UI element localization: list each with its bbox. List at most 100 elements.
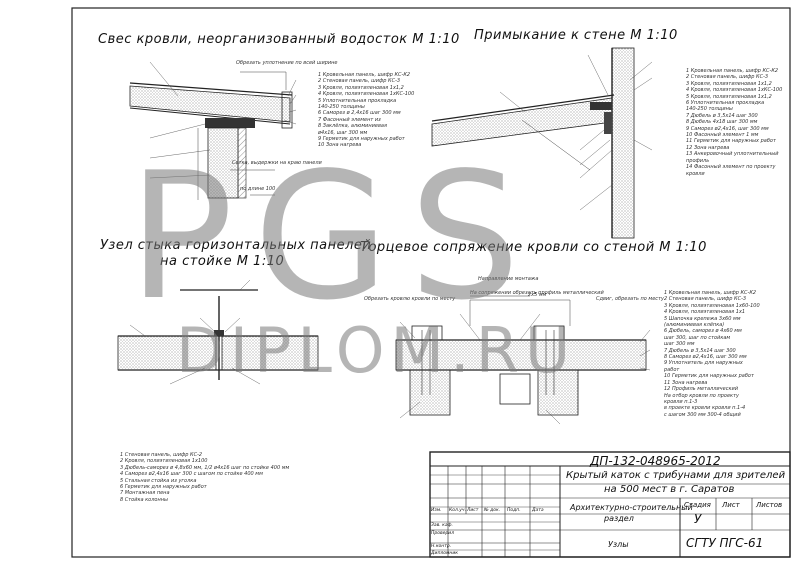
eaves-dim-bot: по длине 100 — [240, 186, 276, 192]
end-dim-right: Сдвиг, обрезать по месту — [596, 296, 664, 302]
title-block-role: Дипломник — [431, 551, 458, 556]
panel-joint-title-line2: на стойке М 1:10 — [160, 254, 285, 269]
legend-line: На отбор кровли по проекту — [664, 392, 739, 399]
legend-line: шаг 300, шаг по стойкам — [664, 334, 731, 341]
legend-line: (алюминиевая клёпка) — [664, 322, 725, 329]
legend-line: 7 Дюбель ø 3,5x14 шаг 300 — [686, 112, 758, 119]
panel-joint-detail — [117, 279, 319, 385]
end-joint-detail — [395, 295, 651, 425]
legend-line: 10 Зона нагрева — [318, 142, 362, 149]
title-block-role: Проверил — [431, 531, 455, 536]
watermark-big: PGS — [128, 136, 541, 339]
legend-line: 9 Саморез ø2,4x16, шаг 300 мм — [686, 125, 769, 132]
end-mount-arrow: Направление монтажа — [478, 276, 539, 282]
title-block-col-header: Лист — [467, 508, 479, 513]
legend-line: 8 Саморез ø2,4x16, шаг 300 мм — [664, 354, 747, 361]
legend-line: 6 Уплотнительная прокладка — [686, 100, 765, 107]
section-line2: раздел — [604, 514, 634, 523]
col-sheets: Листов — [756, 501, 783, 509]
eaves-dim-top: Обрезать уплотнение по всей ширине — [236, 60, 338, 66]
section-line1: Архитектурно-строительный — [570, 503, 693, 512]
title-block-col-header: Кол.уч. — [449, 508, 467, 513]
end-dim-size: 2х5 мм — [528, 292, 547, 298]
legend-line: 8 Заклёпка, алюминиевая — [318, 123, 387, 130]
legend-line: 12 Зона нагрева — [686, 144, 730, 151]
legend-line: 9 Герметик для наружных работ — [318, 136, 405, 143]
legend-line: 6 Саморез ø 2,4x16 шаг 300 мм — [318, 110, 401, 117]
title-block-col-header: Дата — [532, 508, 544, 513]
legend-line: 9 Уплотнитель для наружных — [664, 360, 743, 367]
project-line1: Крытый каток с трибунами для зрителей — [566, 470, 786, 481]
legend-line: кровли — [686, 170, 705, 177]
title-block-role: Зав. каф. — [431, 523, 453, 528]
title-block-role: Н.контр. — [431, 544, 452, 549]
legend-line: 6 Дюбель, саморез ø 4x60 мм — [664, 328, 742, 335]
end-joint-title: Торцевое сопряжение кровли со стеной М 1… — [360, 240, 707, 255]
sheet-name: Узлы — [608, 540, 629, 549]
legend-line: 4 Кровля, полиэтиленовая 1хКС-100 — [686, 87, 783, 94]
wall-abutment-detail — [431, 47, 653, 239]
legend-line: 3 Кровля, полиэтиленовая 1х1,2 — [686, 80, 772, 87]
legend-line: 4 Саморез ø2,4x16 шаг 300 с шагом по сто… — [120, 471, 263, 478]
legend-line: 7 Монтажная пена — [120, 490, 170, 497]
legend-line: 3 Кровля, полиэтиленовая 1х60-100 — [664, 302, 760, 309]
legend-line: 3 Дюбель-саморез ø 4,8x60 мм, 1/2 ø4x16 … — [120, 464, 290, 471]
eaves-detail — [129, 61, 297, 200]
title-block-col-header: Изм. — [431, 508, 442, 513]
legend-line: 2 Стеновая панель, шифр КС-3 — [664, 296, 747, 303]
legend-line: 11 Герметик для наружных работ — [686, 138, 776, 145]
legend-line: 13 Анкеровочный уплотнительный — [686, 151, 779, 158]
legend-line: 4 Кровля, полиэтиленовая 1хКС-100 — [318, 91, 415, 98]
end-dim-center: На сопряжении обрезать профиль металличе… — [470, 290, 604, 296]
legend-line: 7 Фасонный элемент из — [318, 116, 381, 123]
legend-line: 6 Герметик для наружных работ — [120, 484, 207, 491]
legend-line: 11 Зона нагрева — [664, 379, 708, 386]
title-block — [429, 451, 791, 558]
col-sheet: Лист — [722, 501, 740, 509]
legend-line: в проекте кровли кровли п.1-4 — [664, 405, 746, 412]
legend-line: ø4x16, шаг 300 мм — [318, 129, 368, 136]
panel-joint-title-line1: Узел стыка горизонтальных панелей — [100, 238, 372, 253]
legend-line: 5 Уплотнительная прокладка — [318, 97, 397, 104]
legend-line: 1 Кровельная панель, шифр КС-К2 — [664, 290, 757, 296]
legend-line: кровли п.1-3 — [664, 398, 698, 405]
project-line2: на 500 мест в г. Саратов — [604, 484, 735, 495]
legend-line: 10 Фасонный элемент 1 мм — [686, 132, 759, 139]
stage-value: У — [694, 512, 702, 526]
legend-line: 10 Герметик для наружных работ — [664, 373, 754, 380]
title-block-col-header: Подп. — [507, 508, 521, 513]
title-block-col-header: № док. — [484, 508, 501, 513]
legend-line: работ — [664, 366, 680, 373]
col-stage: Стадия — [684, 501, 711, 509]
legend-line: 2 Стеновая панель, шифр КС-3 — [318, 78, 401, 85]
eaves-dim-mid: Сетка, выдержки на краю панели — [232, 160, 322, 166]
legend-line: 12 Профиль металлический — [664, 386, 738, 393]
legend-line: 4 Кровля, полиэтиленовая 1х1 — [664, 309, 746, 316]
legend-line: 14 Фасонный элемент по проекту — [686, 164, 776, 171]
legend-line: 140-250 толщины — [318, 104, 365, 111]
legend-line: 2 Кровля, полиэтиленовая 1х100 — [120, 458, 208, 465]
end-dim-left: Обрезать кровлю кровли по месту — [364, 296, 456, 302]
legend-line: 5 Шапочка крепежа 3х60 мм — [664, 315, 741, 322]
legend-line: 8 Дюбель 4x18 шаг 300 мм — [686, 119, 758, 126]
watermark-small: DIPLOM.RU — [176, 314, 577, 387]
legend-line: профиль — [686, 157, 710, 164]
eaves-title: Свес кровли, неорганизованный водосток М… — [98, 32, 460, 47]
legend-line: шаг 300 мм — [664, 341, 695, 348]
legend-line: 2 Стеновая панель, шифр КС-3 — [686, 74, 769, 81]
legend-line: 8 Стойка колонны — [120, 496, 168, 503]
legend-line: 5 Кровля, полиэтиленовая 1х1,2 — [686, 93, 772, 100]
doc-code: ДП-132-048965-2012 — [590, 454, 721, 468]
legend-line: 7 Дюбель ø 3,5x14 шаг 300 — [664, 347, 736, 354]
legend-line: 3 Кровля, полиэтиленовая 1х1,2 — [318, 84, 404, 91]
legend-line: с шагом 300 мм 300-4 общий — [664, 411, 741, 418]
org-name: СГТУ ПГС-61 — [686, 536, 764, 550]
legend-line: 1 Кровельная панель, шифр КС-К2 — [318, 72, 411, 78]
legend-line: 5 Стальная стойка из уголка — [120, 477, 197, 484]
legend-line: 1 Кровельная панель, шифр КС-К2 — [686, 68, 779, 74]
legend-line: 140-250 толщины — [686, 106, 733, 113]
